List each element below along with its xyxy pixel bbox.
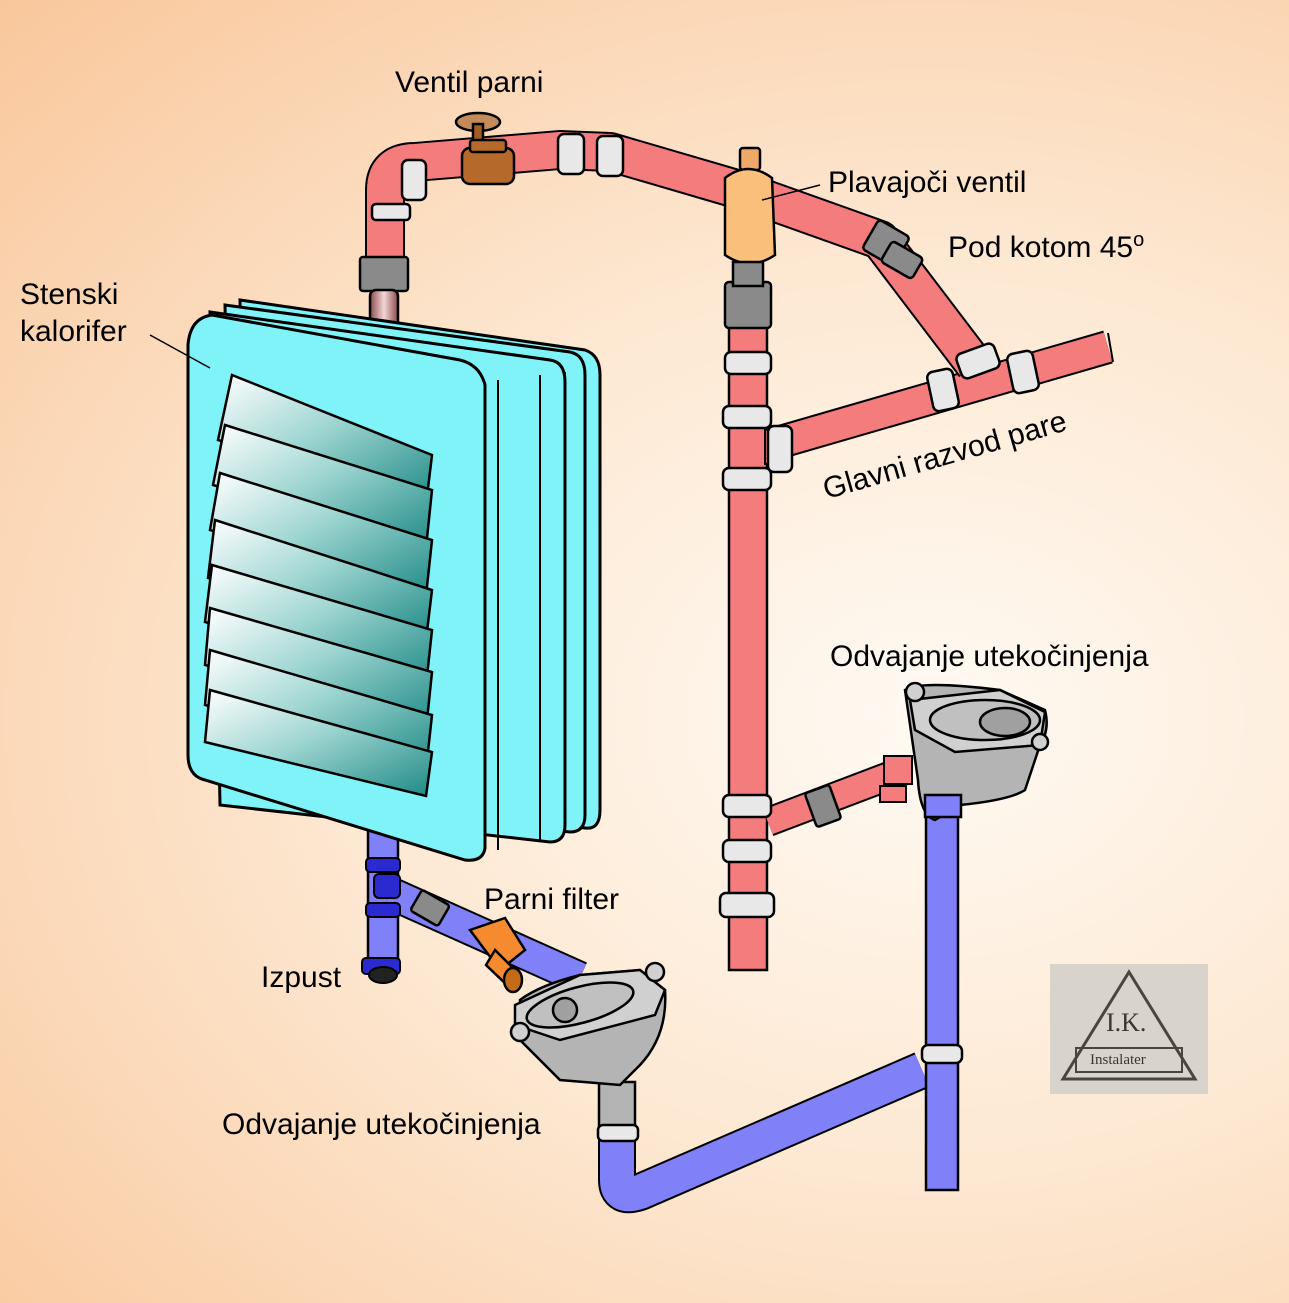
steam-valve — [454, 111, 516, 186]
heater-louvers — [203, 373, 434, 798]
leader-lines — [149, 184, 821, 369]
logo-subtitle: Instalater — [1090, 1052, 1146, 1068]
label-izpust: Izpust — [261, 961, 342, 994]
label-pod-kotom-sup: o — [1133, 229, 1145, 251]
label-kalorifer: kalorifer — [20, 315, 127, 348]
label-ventil-parni: Ventil parni — [395, 66, 544, 99]
blue-couplings — [361, 857, 401, 984]
lower-steam-trap — [509, 961, 667, 1087]
label-odvajanje-bottom: Odvajanje utekočinjenja — [222, 1108, 541, 1141]
float-valve — [723, 146, 777, 288]
trap-couplings — [596, 1043, 964, 1143]
label-parni-filter: Parni filter — [484, 883, 620, 916]
logo-initials: I.K. — [1106, 1008, 1147, 1037]
pipe-couplings — [370, 132, 1041, 919]
label-pod-kotom: Pod kotom 45o — [948, 230, 1144, 263]
label-stenski: Stenski — [20, 278, 119, 311]
logo-triangle-icon — [1060, 969, 1198, 1081]
label-plavajoci-ventil: Plavajoči ventil — [828, 166, 1027, 199]
label-odvajanje-top: Odvajanje utekočinjenja — [830, 640, 1149, 673]
logo: I.K. Instalater — [1050, 964, 1208, 1094]
upper-steam-trap — [903, 681, 1050, 822]
trap-inlet-pipe — [762, 755, 913, 837]
label-pod-kotom-text: Pod kotom 45 — [948, 231, 1134, 264]
steam-filter — [467, 916, 527, 994]
